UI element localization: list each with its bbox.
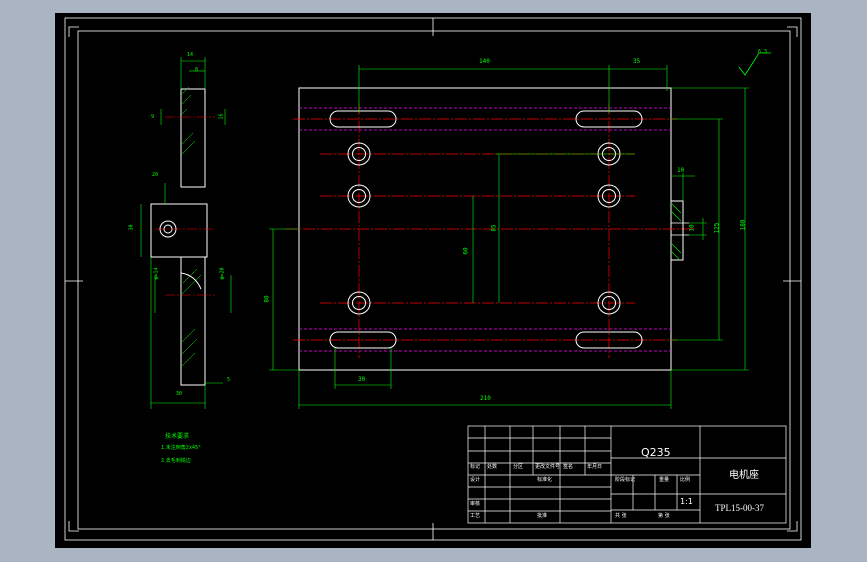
dim-phi14: φ=14 [153, 267, 160, 280]
slot-bottom-right [575, 331, 643, 349]
label-sheet: 第 张 [658, 513, 670, 519]
slot-top-left [329, 110, 397, 128]
tech-req-item1: 1.未注倒角2x45° [161, 445, 201, 451]
dim-30-bottom: 30 [358, 376, 366, 383]
label-doc-no: 更改文件号 [535, 464, 561, 470]
label-count: 处数 [487, 464, 498, 470]
label-sheets: 共 张 [615, 513, 627, 519]
dim-180: 180 [739, 219, 747, 231]
label-mark: 标记 [470, 464, 481, 470]
inner-border [77, 30, 791, 530]
label-date: 年月日 [587, 464, 603, 470]
tech-req-title: 技术要求 [165, 433, 190, 440]
roughness-value: 6.3 [758, 49, 768, 55]
label-weight: 重量 [659, 477, 670, 483]
part-name: 电机座 [729, 470, 759, 481]
dim-80: 80 [263, 295, 271, 303]
dim-210: 210 [480, 395, 491, 402]
title-block [467, 425, 787, 524]
label-stage: 阶段标记 [615, 477, 636, 483]
dim-5: 5 [227, 377, 231, 383]
side-view [140, 57, 232, 409]
dim-14: 14 [187, 52, 194, 58]
dim-140: 140 [479, 58, 490, 65]
drawing-number: TPL15-00-37 [715, 503, 764, 513]
dim-60: 60 [462, 247, 470, 255]
drawing-sheet: 140 35 180 125 10 10 85 60 80 30 210 6.3… [55, 13, 811, 548]
dim-10-top: 10 [677, 167, 685, 174]
tech-req-item2: 2.去毛刺锐边 [161, 458, 191, 464]
label-review: 审核 [470, 501, 481, 507]
dim-16: 16 [218, 113, 225, 120]
dim-125: 125 [713, 222, 721, 234]
dim-9: 9 [151, 114, 155, 120]
material: Q235 [641, 446, 671, 459]
hole-1 [347, 142, 371, 166]
dim-10-side: 10 [688, 224, 696, 232]
hole-5 [347, 291, 371, 315]
dim-30-side: 30 [128, 224, 135, 231]
label-standardize: 标准化 [537, 477, 553, 483]
label-signature: 签名 [563, 464, 574, 470]
cad-drawing [64, 17, 802, 541]
scale-value: 1:1 [680, 497, 693, 506]
dim-35: 35 [633, 58, 641, 65]
label-process: 工艺 [470, 513, 481, 519]
label-zone: 分区 [513, 464, 524, 470]
dim-20: 20 [152, 172, 159, 178]
side-tab [671, 200, 684, 261]
hole-6 [597, 291, 621, 315]
hole-4 [597, 184, 621, 208]
hole-3 [347, 184, 371, 208]
slot-bottom-left [329, 331, 397, 349]
dim-85: 85 [490, 224, 498, 232]
label-design: 设计 [470, 477, 481, 483]
dim-phi20: φ=20 [219, 267, 226, 280]
dim-30-side-bottom: 30 [176, 391, 183, 397]
roughness-symbol [738, 52, 771, 76]
dim-8: 8 [195, 67, 199, 73]
label-scale: 比例 [680, 477, 691, 483]
label-approve: 批准 [537, 513, 548, 519]
